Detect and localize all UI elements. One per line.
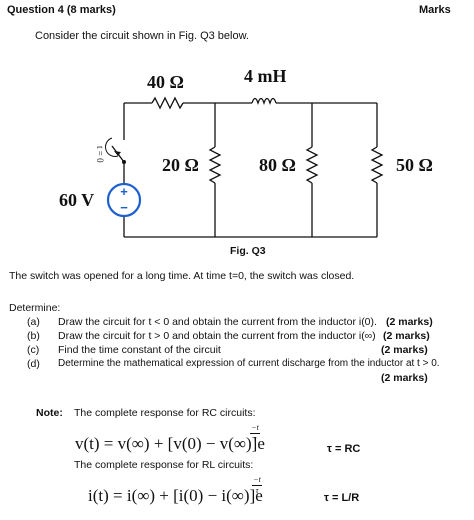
label-inductor: 4 mH	[244, 66, 287, 86]
part-c-label: (c)	[27, 344, 40, 356]
label-source: 60 V	[59, 190, 94, 210]
rl-formula: i(t) = i(∞) + [i(0) − i(∞)]e	[88, 486, 263, 505]
determine-label: Determine:	[9, 302, 61, 314]
part-d-marks: (2 marks)	[381, 372, 428, 384]
circuit-diagram: + − 40 Ω 4 mH 20 Ω 80 Ω 50 Ω 60 V t = 0	[59, 66, 433, 238]
switch-arrow-arc	[105, 137, 119, 157]
rl-title: The complete response for RL circuits:	[74, 459, 254, 471]
label-r3: 80 Ω	[259, 155, 296, 175]
part-c-text: Find the time constant of the circuit	[58, 344, 221, 356]
part-a-label: (a)	[27, 316, 40, 328]
part-b-marks: (2 marks)	[383, 330, 430, 342]
rc-exp-num: −t	[251, 423, 259, 432]
part-b-label: (b)	[27, 330, 40, 342]
inductor-coil	[251, 97, 277, 106]
part-d-text: Determine the mathematical expression of…	[58, 358, 440, 369]
part-d-label: (d)	[27, 358, 40, 370]
question-title: Question 4 (8 marks)	[7, 4, 116, 16]
rc-exp-bar	[250, 433, 260, 434]
rl-exp-den: τ	[255, 486, 259, 495]
label-r1: 40 Ω	[147, 72, 184, 92]
part-a-marks: (2 marks)	[386, 316, 433, 328]
label-r2: 20 Ω	[162, 155, 199, 175]
switch-pivot	[122, 160, 126, 164]
rl-exp-bar	[252, 485, 262, 486]
rc-exponent: −t τ	[248, 424, 262, 443]
source-plus: +	[120, 184, 128, 199]
resistor-40-zigzag	[151, 96, 184, 110]
rc-tau: τ = RC	[327, 443, 361, 455]
problem-statement: The switch was opened for a long time. A…	[9, 270, 355, 282]
rc-exp-den: τ	[253, 434, 257, 443]
resistor-50-zigzag	[370, 146, 384, 184]
resistor-80-zigzag	[305, 146, 319, 184]
voltage-source-icon	[106, 182, 142, 218]
part-b-text: Draw the circuit for t > 0 and obtain th…	[58, 330, 376, 342]
resistor-20-zigzag	[208, 146, 222, 184]
label-r4: 50 Ω	[396, 155, 433, 175]
rl-exp-num: −t	[253, 475, 261, 484]
rc-title: The complete response for RC circuits:	[74, 407, 256, 419]
figure-caption: Fig. Q3	[230, 245, 266, 257]
rl-tau: τ = L/R	[324, 492, 360, 504]
part-c-marks: (2 marks)	[381, 344, 428, 356]
marks-header: Marks	[419, 4, 451, 16]
rc-formula: v(t) = v(∞) + [v(0) − v(∞)]e	[75, 434, 265, 453]
part-a-text: Draw the circuit for t < 0 and obtain th…	[58, 316, 377, 328]
switch-arrow-head	[114, 151, 121, 156]
rl-exponent: −t τ	[250, 476, 264, 495]
source-minus: −	[120, 200, 128, 215]
label-switch: t = 0	[95, 146, 105, 163]
intro-text: Consider the circuit shown in Fig. Q3 be…	[35, 30, 249, 42]
note-label: Note:	[36, 407, 63, 419]
